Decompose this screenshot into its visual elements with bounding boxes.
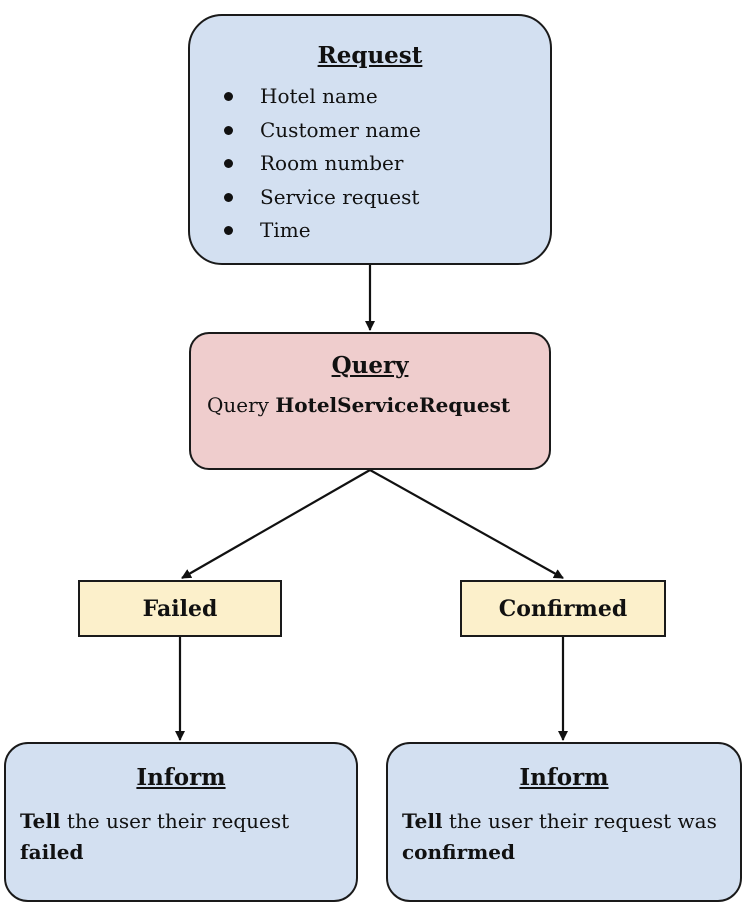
failed-node: Failed (78, 580, 282, 637)
confirmed-label: Confirmed (498, 595, 628, 622)
request-field-label: Customer name (260, 117, 421, 142)
request-field-item: Hotel name (224, 80, 550, 114)
inform-confirmed-node: Inform Tell the user their request was co… (386, 742, 742, 902)
inform-confirmed-title: Inform (519, 764, 609, 791)
inform-failed-bold-start: Tell (20, 809, 61, 833)
request-field-item: Time (224, 214, 550, 248)
query-description: Query HotelServiceRequest (191, 390, 549, 420)
bullet-icon (224, 159, 233, 168)
request-field-label: Hotel name (260, 84, 378, 108)
inform-failed-title: Inform (136, 764, 226, 791)
inform-failed-bold-end: failed (20, 840, 84, 864)
query-title: Query (331, 352, 409, 379)
request-field-list: Hotel name Customer name Room number Ser… (190, 80, 550, 248)
request-field-label: Room number (260, 151, 404, 175)
bullet-icon (224, 125, 233, 135)
inform-confirmed-text: Tell the user their request was confirmed (388, 806, 740, 868)
request-node: Request Hotel name Customer name Room nu… (188, 14, 552, 265)
query-prefix: Query (207, 393, 269, 417)
query-node: Query Query HotelServiceRequest (189, 332, 551, 470)
bullet-icon (224, 226, 233, 235)
bullet-icon (224, 92, 233, 101)
inform-failed-body: the user their request (60, 809, 290, 833)
request-title: Request (317, 42, 423, 69)
confirmed-node: Confirmed (460, 580, 666, 637)
inform-confirmed-bold-start: Tell (402, 809, 443, 833)
request-field-item: Customer name (224, 114, 550, 148)
request-field-item: Service request (224, 181, 550, 215)
inform-confirmed-body: the user their request was (442, 809, 717, 833)
request-field-item: Room number (224, 147, 550, 181)
request-field-label: Time (260, 218, 311, 242)
request-field-label: Service request (260, 184, 420, 209)
inform-failed-node: Inform Tell the user their request failed (4, 742, 358, 902)
arrow-query-to-confirmed (369, 469, 564, 579)
query-name: HotelServiceRequest (275, 393, 511, 417)
arrow-query-to-failed (181, 469, 371, 579)
bullet-icon (224, 192, 233, 202)
failed-label: Failed (142, 595, 218, 622)
inform-failed-text: Tell the user their request failed (6, 806, 356, 868)
inform-confirmed-bold-end: confirmed (402, 840, 516, 864)
